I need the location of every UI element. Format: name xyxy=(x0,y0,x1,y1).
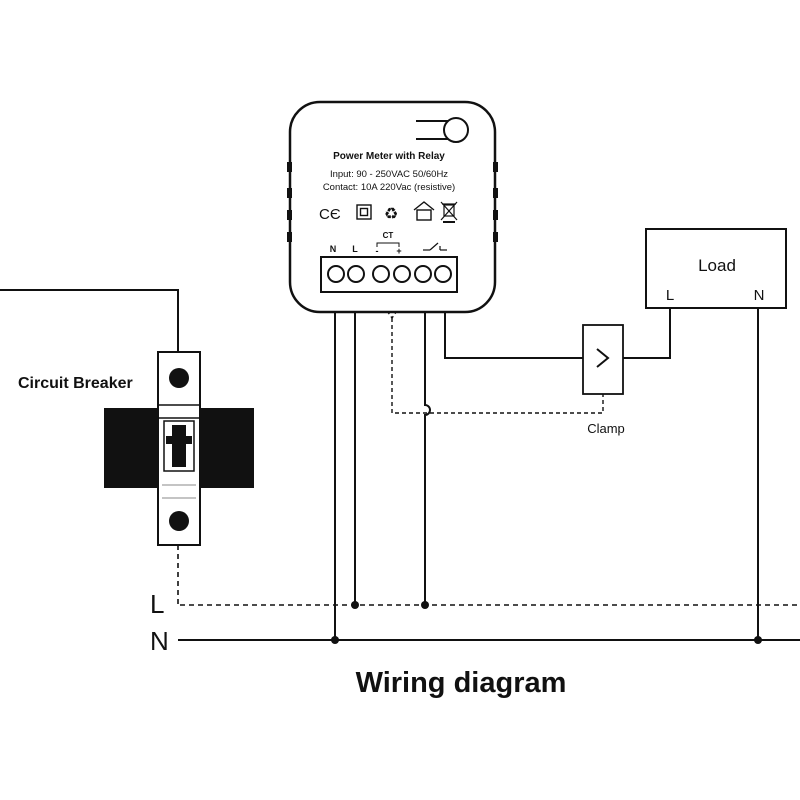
relay-switch-icon xyxy=(423,242,447,251)
load-n-label: N xyxy=(754,287,765,304)
load-box xyxy=(645,228,787,309)
l-line-label: L xyxy=(150,589,164,619)
terminal-screw xyxy=(372,265,390,283)
breaker-input-wire xyxy=(0,289,179,352)
indicator-icon xyxy=(416,117,469,143)
double-insulation-icon xyxy=(356,204,372,220)
device-name: Power Meter with Relay xyxy=(333,151,445,162)
terminal-ct-minus: - xyxy=(376,246,379,256)
circuit-breaker xyxy=(104,351,254,546)
terminal-l-label: L xyxy=(352,244,358,254)
device-contact-spec: Contact: 10A 220Vac (resistive) xyxy=(323,182,455,193)
terminal-screw xyxy=(347,265,365,283)
indoor-use-icon xyxy=(413,201,435,221)
clamp-to-load-wire xyxy=(623,308,671,359)
recycle-icon: ♻ xyxy=(384,206,398,223)
relay-in-wire xyxy=(424,305,431,605)
breaker-bottom-screw xyxy=(169,511,189,531)
ct-clamp xyxy=(582,324,624,395)
terminal-screw xyxy=(393,265,411,283)
diagram-title: Wiring diagram xyxy=(356,667,567,699)
n-line-label: N xyxy=(150,626,169,656)
device-input-spec: Input: 90 - 250VAC 50/60Hz xyxy=(330,169,448,180)
terminal-screw xyxy=(327,265,345,283)
terminal-screw xyxy=(414,265,432,283)
terminal-ct-label: CT xyxy=(383,231,394,240)
junction-dot xyxy=(421,601,429,609)
load-l-label: L xyxy=(666,287,674,304)
breaker-label: Circuit Breaker xyxy=(18,375,133,392)
clamp-label: Clamp xyxy=(587,421,625,436)
ce-mark-icon: CЄ xyxy=(319,206,341,223)
weee-bin-icon xyxy=(440,201,458,223)
terminal-block xyxy=(320,256,458,293)
junction-dot xyxy=(754,636,762,644)
junction-dot xyxy=(331,636,339,644)
terminal-ct-plus: + xyxy=(396,246,401,256)
terminal-n-label: N xyxy=(330,244,337,254)
relay-out-wire xyxy=(444,305,585,359)
ct-lead-wire-run xyxy=(391,318,604,414)
ct-bracket xyxy=(376,242,400,247)
breaker-top-screw xyxy=(169,368,189,388)
load-label: Load xyxy=(698,256,736,275)
junction-dot xyxy=(351,601,359,609)
terminal-screw xyxy=(434,265,452,283)
